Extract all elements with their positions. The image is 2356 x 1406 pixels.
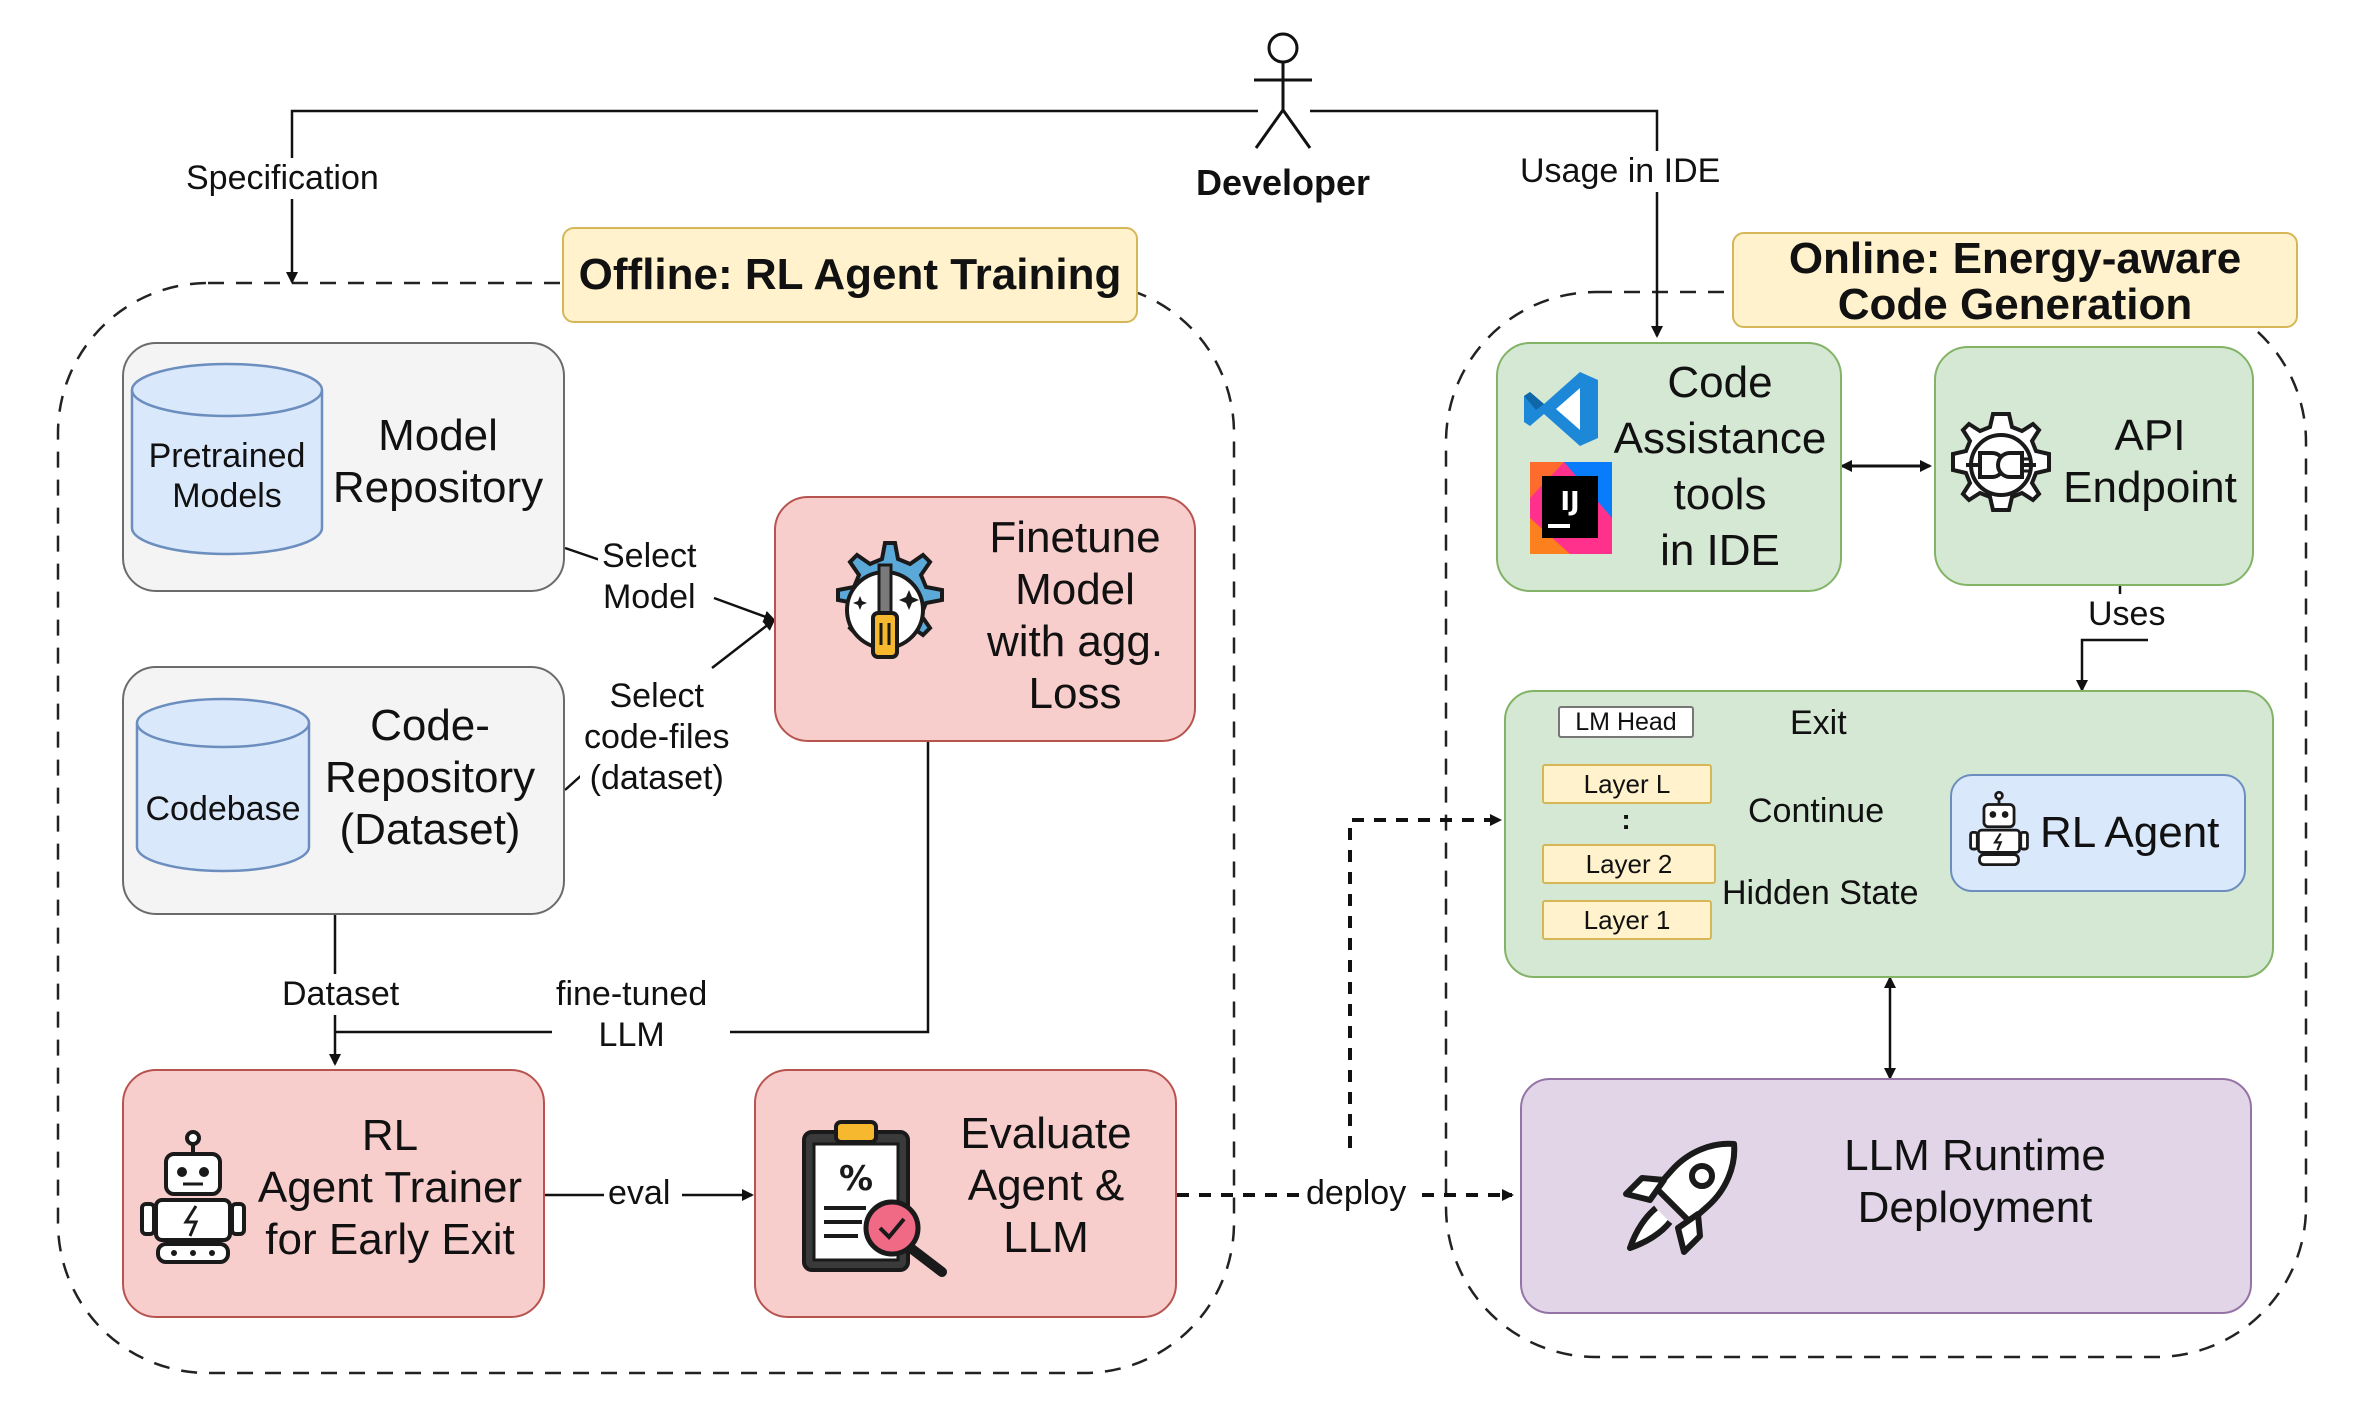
rl-trainer-label: RL Agent Trainer for Early Exit [257,1111,523,1264]
layer-1: Layer 1 [1542,900,1712,940]
lm-head-label: LM Head [1558,706,1694,738]
actor-icon [1254,32,1312,149]
layer-ellipsis: : [1621,804,1631,835]
rl-agent-label: RL Agent [2040,808,2220,857]
finetune-label: Finetune Model with agg. Loss [986,513,1164,718]
specification-arrow [286,109,1258,284]
continue-label: Continue [1744,792,1889,831]
rocket-icon [1623,1140,1738,1255]
ide-tools-label: Code Assistance tools in IDE [1613,358,1827,575]
robot-icon [1969,790,2029,867]
developer-label: Developer [1195,162,1371,203]
usage-label: Usage in IDE [1516,151,1725,192]
code-repository-label: Code- Repository (Dataset) [324,701,536,854]
model-repository-label: Model Repository [332,411,544,512]
gear-wrench-icon [836,541,944,659]
dataset-label: Dataset [278,974,404,1015]
uses-label: Uses [2084,594,2170,635]
select-model-label: Select Model [598,536,701,618]
hidden-state-label: Hidden State [1722,874,1919,912]
offline-title: Offline: RL Agent Training [562,227,1138,323]
select-model-arrow [564,546,776,623]
fine-tuned-label: fine-tuned LLM [552,974,712,1056]
select-files-label: Select code-files (dataset) [580,676,734,799]
robot-icon [140,1130,246,1264]
layer-l: Layer L [1542,764,1712,804]
layer-2: Layer 2 [1542,844,1716,884]
api-endpoint-label: API Endpoint [2063,411,2237,512]
exit-label: Exit [1786,704,1851,743]
intellij-icon: IJ [1530,462,1612,554]
vscode-icon [1524,372,1598,446]
usage-arrow [1310,109,1663,338]
finetune-box [774,496,1196,742]
database-icon [135,697,311,873]
clipboard-magnifier-icon: % [802,1120,947,1277]
fine-tuned-arrow [335,742,930,1034]
codebase-label: Codebase [145,790,301,828]
eval-label: eval [604,1173,675,1214]
intellij-badge-text: IJ [1560,487,1579,517]
api-gear-plug-icon [1951,412,2051,512]
pretrained-models-label: Pretrained Models [148,437,306,516]
deploy-arrow [1177,814,1514,1201]
deploy-label: deploy [1302,1173,1411,1214]
runtime-label: LLM Runtime Deployment [1844,1131,2106,1232]
evaluate-label: Evaluate Agent & LLM [960,1109,1132,1262]
database-icon [130,362,324,556]
offline-region [56,281,1236,1375]
online-title: Online: Energy-aware Code Generation [1732,232,2298,328]
svg-text:%: % [839,1159,873,1199]
specification-label: Specification [182,158,383,199]
